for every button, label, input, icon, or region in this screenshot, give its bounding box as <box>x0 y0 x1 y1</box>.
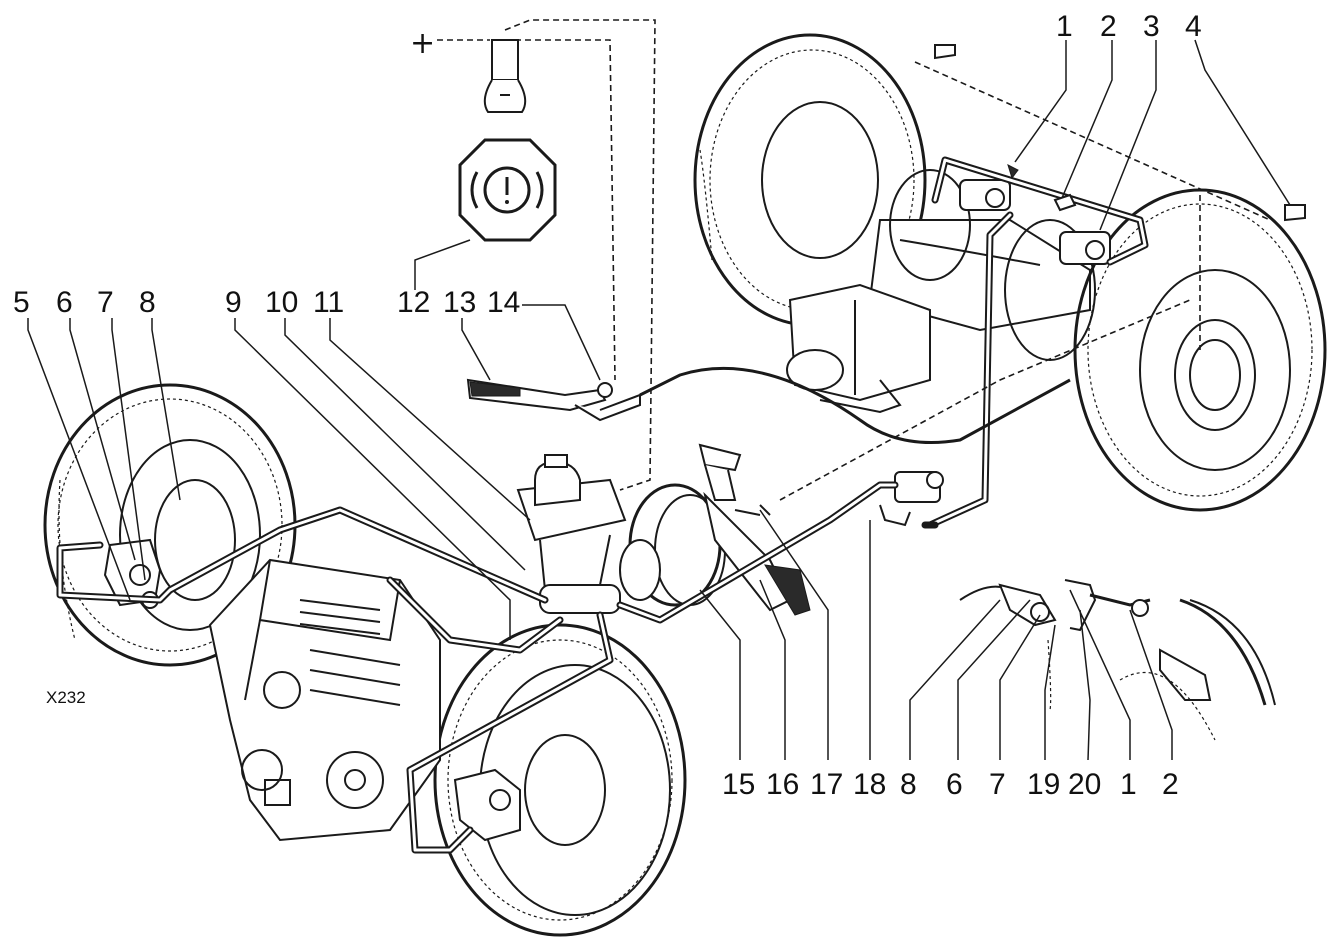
master-cylinder-and-servo <box>516 454 726 614</box>
callout-15: 15 <box>722 768 755 801</box>
callout-20: 20 <box>1068 768 1101 801</box>
front-brake-pipes <box>56 481 939 854</box>
callout-8-left: 8 <box>139 286 156 319</box>
callout-1-top: 1 <box>1056 10 1073 43</box>
callout-3: 3 <box>1143 10 1160 43</box>
rear-wheel-cylinder-left <box>959 179 1011 211</box>
callout-5: 5 <box>13 286 30 319</box>
callout-11: 11 <box>313 286 344 319</box>
callout-9: 9 <box>225 286 242 319</box>
rear-right-wheel <box>1073 188 1327 512</box>
callout-1-bottom: 1 <box>1120 768 1137 801</box>
callout-10: 10 <box>265 286 298 319</box>
callout-numbers: 1 2 3 4 5 6 7 8 9 10 11 12 13 14 15 16 1… <box>13 10 1202 801</box>
front-right-wheel <box>433 623 687 937</box>
callout-6-right: 6 <box>946 768 963 801</box>
rear-wheel-cylinder-right <box>1059 231 1111 265</box>
front-right-caliper <box>453 768 521 842</box>
pressure-regulating-valve <box>879 471 944 527</box>
callout-16: 16 <box>766 768 799 801</box>
rear-brake-detail-inset <box>959 579 1276 741</box>
rear-axle-assembly <box>693 33 1327 529</box>
brake-warning-icon <box>458 138 557 242</box>
callout-13: 13 <box>443 286 476 319</box>
callout-17: 17 <box>810 768 843 801</box>
callout-2-bottom: 2 <box>1162 768 1179 801</box>
callout-8-right: 8 <box>900 768 917 801</box>
engine <box>208 558 441 842</box>
handbrake-lever <box>466 366 1071 444</box>
callout-leader-lines <box>27 39 1291 761</box>
callout-18: 18 <box>853 768 886 801</box>
warning-lamp-circuit: + <box>410 19 1306 491</box>
callout-2-top: 2 <box>1100 10 1117 43</box>
callout-14: 14 <box>487 286 520 319</box>
callout-19: 19 <box>1027 768 1060 801</box>
bulb-icon <box>483 39 527 113</box>
callout-7-right: 7 <box>989 768 1006 801</box>
callout-7-left: 7 <box>97 286 114 319</box>
brake-pedal <box>698 443 811 616</box>
figure-reference-code: X232 <box>46 688 86 707</box>
plus-terminal-label: + <box>410 26 435 61</box>
callout-12: 12 <box>397 286 430 319</box>
callout-4: 4 <box>1185 10 1202 43</box>
callout-6-left: 6 <box>56 286 73 319</box>
